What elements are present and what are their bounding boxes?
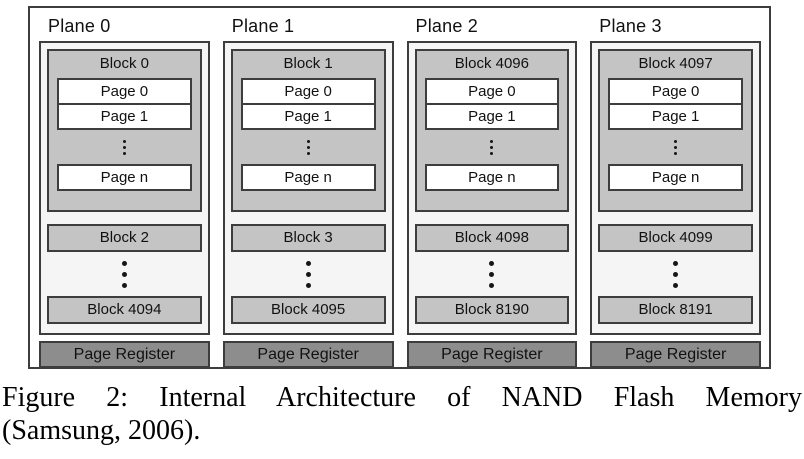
block-expanded: Block 1 Page 0 Page 1 Page n [230, 49, 386, 212]
block-bar: Block 4099 [598, 224, 753, 252]
page-ellipsis-icon [608, 130, 743, 164]
block-container: Block 1 Page 0 Page 1 Page n Block 3 Blo… [222, 41, 394, 335]
plane-column-2: Plane 2 Block 4096 Page 0 Page 1 Page n … [406, 11, 578, 368]
block-bar: Block 2 [47, 224, 202, 252]
figure-caption-line2: (Samsung, 2006). [2, 415, 201, 446]
block-title: Block 1 [283, 55, 333, 72]
plane-column-3: Plane 3 Block 4097 Page 0 Page 1 Page n … [590, 11, 761, 368]
page-box: Page 1 [424, 105, 560, 130]
page-ellipsis-icon [241, 130, 376, 164]
page-box: Page n [424, 164, 560, 191]
block-expanded: Block 4097 Page 0 Page 1 Page n [598, 49, 753, 212]
page-box: Page n [608, 164, 743, 191]
page-box: Page 1 [57, 105, 192, 130]
block-title: Block 4097 [638, 55, 713, 72]
block-expanded: Block 0 Page 0 Page 1 Page n [47, 49, 202, 212]
page-register: Page Register [222, 341, 394, 368]
page-box: Page 0 [240, 78, 376, 105]
block-bar: Block 8191 [598, 296, 753, 324]
page-box: Page 0 [608, 78, 743, 105]
plane-column-0: Plane 0 Block 0 Page 0 Page 1 Page n Blo… [39, 11, 210, 368]
figure-caption: Figure 2: Internal Architecture of NAND … [2, 381, 802, 447]
page-register: Page Register [406, 341, 578, 368]
block-expanded: Block 4096 Page 0 Page 1 Page n [414, 49, 570, 212]
plane-label: Plane 3 [599, 16, 662, 36]
block-bar: Block 8190 [414, 296, 570, 324]
page-box: Page 0 [57, 78, 192, 105]
block-container: Block 4097 Page 0 Page 1 Page n Block 40… [590, 41, 761, 335]
page-box: Page n [240, 164, 376, 191]
figure-caption-line1: Figure 2: Internal Architecture of NAND … [2, 382, 802, 413]
block-container: Block 0 Page 0 Page 1 Page n Block 2 Blo… [39, 41, 210, 335]
page-box: Page 1 [608, 105, 743, 130]
page-ellipsis-icon [425, 130, 560, 164]
block-container: Block 4096 Page 0 Page 1 Page n Block 40… [406, 41, 578, 335]
block-title: Block 4096 [454, 55, 529, 72]
block-ellipsis-icon [415, 252, 570, 296]
block-title: Block 0 [99, 55, 149, 72]
block-bar: Block 4098 [414, 224, 570, 252]
page-ellipsis-icon [57, 130, 192, 164]
block-ellipsis-icon [598, 252, 753, 296]
page-box: Page 0 [424, 78, 560, 105]
page-box: Page n [57, 164, 192, 191]
page-register: Page Register [590, 341, 761, 368]
block-bar: Block 4094 [47, 296, 202, 324]
plane-label: Plane 1 [231, 16, 295, 36]
page-register: Page Register [39, 341, 210, 368]
block-bar: Block 3 [230, 224, 386, 252]
plane-column-1: Plane 1 Block 1 Page 0 Page 1 Page n Blo… [222, 11, 394, 368]
block-bar: Block 4095 [230, 296, 386, 324]
plane-label: Plane 2 [415, 16, 478, 36]
page-box: Page 1 [240, 105, 376, 130]
block-ellipsis-icon [231, 252, 386, 296]
plane-label: Plane 0 [48, 16, 111, 36]
nand-chip-box: Plane 0 Block 0 Page 0 Page 1 Page n Blo… [28, 6, 771, 369]
block-ellipsis-icon [47, 252, 202, 296]
